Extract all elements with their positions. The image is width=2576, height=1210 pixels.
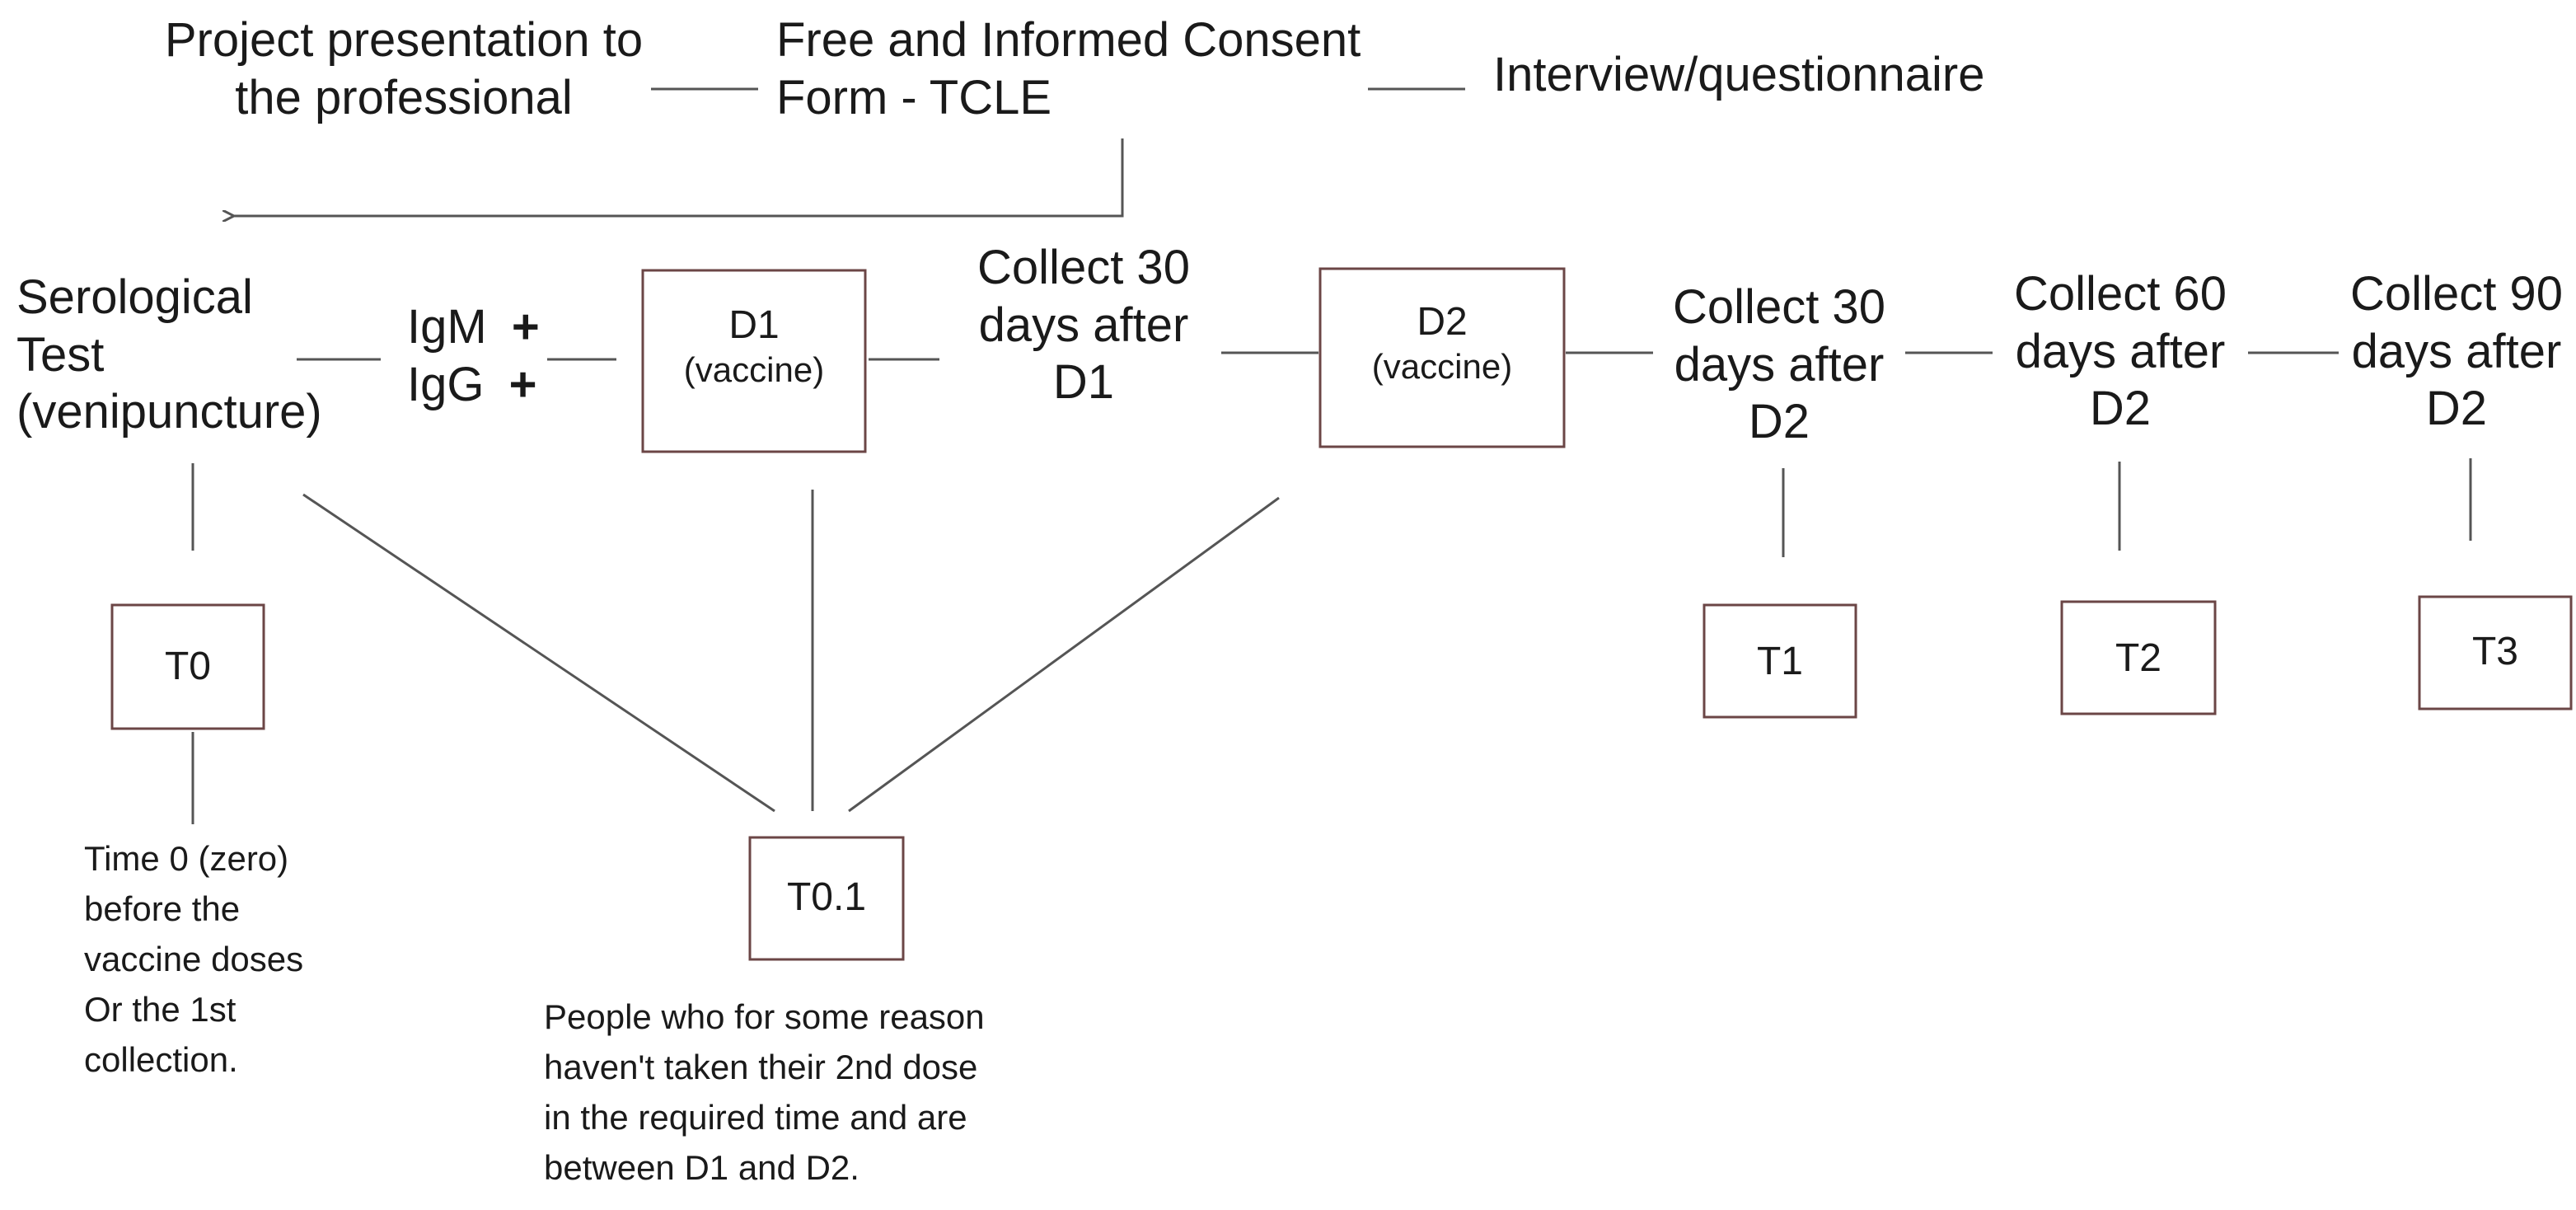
t2-label: T2 [2115,636,2161,680]
project-presentation-line-2: the professional [235,70,573,124]
igm-plus-sign: + [511,300,540,354]
consent-form-line-2: Form - TCLE [776,70,1052,124]
project-presentation-line-1: Project presentation to [164,13,644,67]
collect-60-d2-line-2: days after [2015,324,2226,378]
collect-90-d2-line-1: Collect 90 [2350,267,2563,321]
collect-30-d2-line-3: D2 [1748,395,1810,449]
t0-1-note-line-1: People who for some reason [544,997,985,1036]
t1-box [1703,603,1857,719]
project-presentation-label: Project presentation to the professional [148,12,659,126]
collect-30-d1-line-2: days after [978,298,1189,352]
consent-form-line-1: Free and Informed Consent [776,13,1361,67]
t0-label: T0 [164,645,211,688]
collect-30-d1-label: Collect 30 days after D1 [948,239,1220,411]
d1-box [641,269,867,453]
igg-row: IgG + [407,356,540,414]
t2-box [2060,600,2217,715]
igm-label: IgM [407,300,487,354]
connector-d2-t0-1 [848,496,1280,813]
t0-1-box [748,836,905,961]
t0-note-line-1: Time 0 (zero) [84,839,289,878]
collect-60-d2-line-3: D2 [2089,382,2152,436]
d2-box [1318,267,1566,448]
t3-box [2418,595,2573,711]
igg-plus-sign: + [508,357,537,411]
antibodies-label: IgM + IgG + [407,298,540,413]
d2-subtitle: (vaccine) [1371,346,1513,386]
connector-serological-t0-1 [302,493,775,813]
interview-label: Interview/questionnaire [1493,48,1985,101]
d2-box-text: D2 (vaccine) [1320,298,1564,387]
t0-1-note-line-3: in the required time and are [544,1097,967,1137]
collect-90-d2-line-2: days after [2351,324,2562,378]
serological-line-2: Test [16,327,105,382]
t0-note-line-2: before the [84,889,241,928]
t3-label: T3 [2471,630,2518,673]
t0-1-note-line-2: haven't taken their 2nd dose [544,1047,978,1086]
serological-line-3: (venipuncture) [16,385,322,439]
t1-label: T1 [1756,640,1803,683]
consent-form-label: Free and Informed Consent Form - TCLE [776,12,1370,126]
d1-box-text: D1 (vaccine) [643,302,865,391]
connector-consent-to-serological-arrow [232,138,1124,216]
collect-60-d2-line-1: Collect 60 [2014,267,2227,321]
igm-row: IgM + [407,298,540,356]
d2-title: D2 [1417,300,1468,344]
t0-1-note-line-4: between D1 and D2. [544,1147,859,1187]
collect-30-d2-line-1: Collect 30 [1673,280,1885,334]
t0-box [110,603,265,730]
t0-note: Time 0 (zero) before the vaccine doses O… [84,834,303,1085]
collect-60-d2-label: Collect 60 days after D2 [1993,265,2248,438]
collect-90-d2-label: Collect 90 days after D2 [2337,265,2576,438]
d1-title: D1 [728,303,780,347]
collect-90-d2-line-3: D2 [2425,382,2488,436]
t0-note-line-5: collection. [84,1039,238,1079]
t0-1-note: People who for some reason haven't taken… [544,992,985,1194]
collect-30-d1-line-3: D1 [1052,355,1115,410]
t0-1-label: T0.1 [786,875,867,919]
serological-test-label: Serological Test (venipuncture) [16,269,322,441]
collect-30-d2-line-2: days after [1674,337,1885,392]
t0-note-line-4: Or the 1st [84,989,237,1029]
collect-30-d1-line-1: Collect 30 [977,241,1190,294]
d1-subtitle: (vaccine) [683,349,825,389]
t0-note-line-3: vaccine doses [84,939,304,978]
igg-label: IgG [407,357,485,411]
serological-line-1: Serological [16,270,253,324]
collect-30-d2-label: Collect 30 days after D2 [1653,279,1905,451]
